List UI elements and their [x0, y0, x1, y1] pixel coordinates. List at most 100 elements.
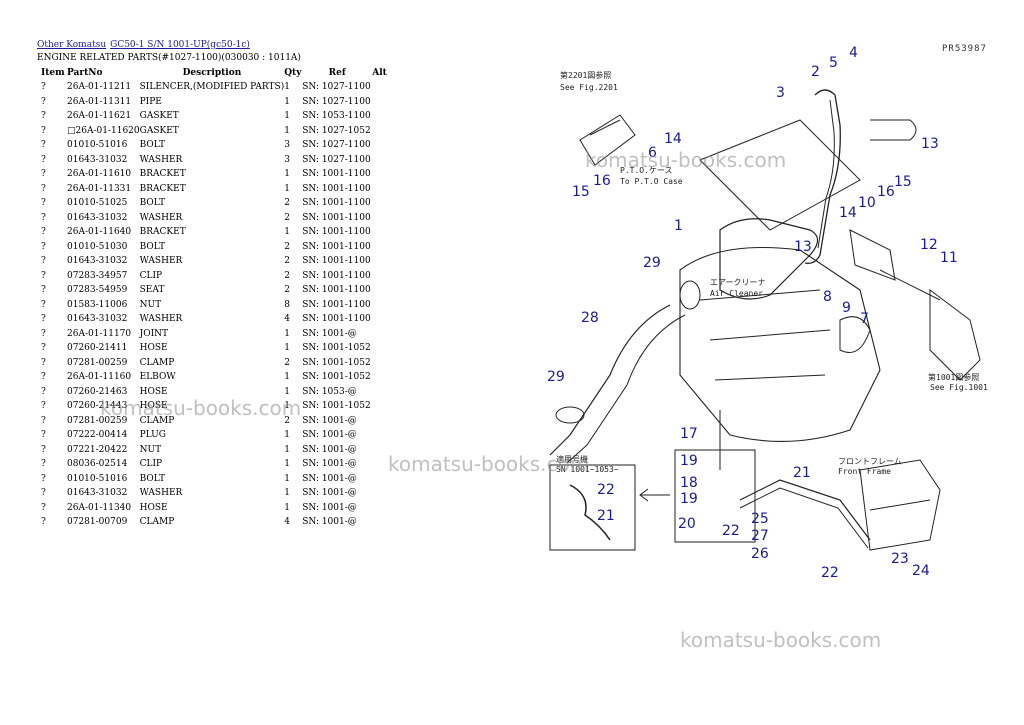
callout-20: 20: [678, 516, 696, 532]
cell-partno: 07281-00259: [67, 415, 128, 426]
cell-qty: 2: [284, 270, 290, 281]
cell-qty: 1: [284, 125, 290, 136]
callout-1: 1: [674, 218, 683, 234]
page-subtitle: ENGINE RELATED PARTS(#1027-1100)(030030 …: [37, 53, 301, 63]
cell-item: ?: [41, 183, 46, 194]
callout-29: 29: [643, 255, 661, 271]
cell-qty: 3: [284, 140, 290, 151]
cell-description: BOLT: [139, 241, 166, 252]
cell-partno: 26A-01-11211: [67, 82, 132, 93]
cell-item: ?: [41, 227, 46, 238]
cell-alt: [372, 428, 392, 443]
cell-partno: 01643-31032: [67, 212, 128, 223]
cell-ref: SN: 1027-1100: [302, 82, 371, 93]
intake-hose: [549, 304, 671, 456]
drain-detail-box: [674, 449, 756, 543]
cell-alt: [372, 327, 392, 342]
cell-description: CLAMP: [139, 517, 175, 528]
callout-21: 21: [793, 465, 811, 481]
parts-diagram: 第2201図参照 See Fig.2201 P.T.O.ケース To P.T.O…: [547, 45, 988, 580]
cell-qty: 1: [284, 111, 290, 122]
cell-qty: 2: [284, 415, 290, 426]
cell-partno: 26A-01-11170: [67, 328, 132, 339]
cell-description: JOINT: [139, 328, 169, 339]
cell-qty: 1: [284, 96, 290, 107]
callout-16: 16: [593, 173, 611, 189]
cell-description: HOSE: [139, 401, 168, 412]
note-air-cleaner: Air Cleaner: [710, 289, 763, 298]
cell-partno: 01010-51025: [67, 198, 128, 209]
table-header-row: Item PartNo Description Qty Ref Alt: [37, 66, 392, 80]
cell-partno: 01643-31032: [67, 314, 128, 325]
cell-qty: 2: [284, 212, 290, 223]
callout-29: 29: [547, 369, 565, 385]
cell-item: ?: [41, 444, 46, 455]
cell-item: ?: [41, 270, 46, 281]
cell-ref: SN: 1001-@: [302, 473, 357, 484]
cell-alt: [372, 269, 392, 284]
note-pto-jp: P.T.O.ケース: [620, 166, 673, 175]
callout-22: 22: [821, 565, 839, 580]
note-see-fig-2201: See Fig.2201: [560, 83, 618, 92]
cell-ref: SN: 1001-1100: [302, 198, 371, 209]
cell-description: BRACKET: [139, 183, 186, 194]
exhaust-pipe: [804, 89, 841, 264]
cell-ref: SN: 1001-1100: [302, 183, 371, 194]
cell-item: ?: [41, 357, 46, 368]
cell-alt: [372, 515, 392, 530]
cell-description: WASHER: [139, 488, 183, 499]
cell-item: ?: [41, 386, 46, 397]
cell-alt: [372, 457, 392, 472]
cell-alt: [372, 182, 392, 197]
note-applicability-sn: SN 1001~1053~: [556, 465, 619, 474]
cell-description: CLAMP: [139, 357, 175, 368]
cell-qty: 1: [284, 227, 290, 238]
callout-2: 2: [811, 64, 820, 80]
callout-6: 6: [648, 145, 657, 161]
cell-description: ELBOW: [139, 372, 176, 383]
cell-item: ?: [41, 82, 46, 93]
callout-22: 22: [722, 523, 740, 539]
cell-ref: SN: 1001-@: [302, 328, 357, 339]
cell-qty: 1: [284, 473, 290, 484]
cell-alt: [372, 153, 392, 168]
callout-13: 13: [794, 239, 812, 255]
note-air-cleaner-jp: エアークリーナ: [710, 278, 766, 287]
cell-item: ?: [41, 212, 46, 223]
callout-11: 11: [940, 250, 958, 266]
cell-item: ?: [41, 517, 46, 528]
cell-description: HOSE: [139, 502, 168, 513]
cell-alt: [372, 283, 392, 298]
cell-description: SEAT: [139, 285, 165, 296]
cell-qty: 4: [284, 314, 290, 325]
breadcrumb-link-model[interactable]: GC50-1 S/N 1001-UP(gc50-1c): [110, 40, 250, 50]
cell-partno: 08036-02514: [67, 459, 128, 470]
cell-alt: [372, 109, 392, 124]
cell-description: BOLT: [139, 140, 166, 151]
cell-alt: [372, 138, 392, 153]
column-header-alt: Alt: [372, 68, 387, 78]
cell-ref: SN: 1001-@: [302, 430, 357, 441]
cell-alt: [372, 385, 392, 400]
callout-23: 23: [891, 551, 909, 567]
cell-qty: 2: [284, 241, 290, 252]
callout-4: 4: [849, 45, 858, 61]
breadcrumb-link-other-komatsu[interactable]: Other Komatsu: [37, 40, 107, 50]
cell-ref: SN: 1001-@: [302, 415, 357, 426]
cell-ref: SN: 1001-@: [302, 488, 357, 499]
callout-15: 15: [894, 174, 912, 190]
cell-ref: SN: 1001-1100: [302, 299, 371, 310]
cell-alt: [372, 240, 392, 255]
callout-26: 26: [751, 546, 769, 562]
note-front-frame-jp: フロントフレーム: [838, 457, 902, 466]
cell-partno: 01010-51016: [67, 140, 128, 151]
